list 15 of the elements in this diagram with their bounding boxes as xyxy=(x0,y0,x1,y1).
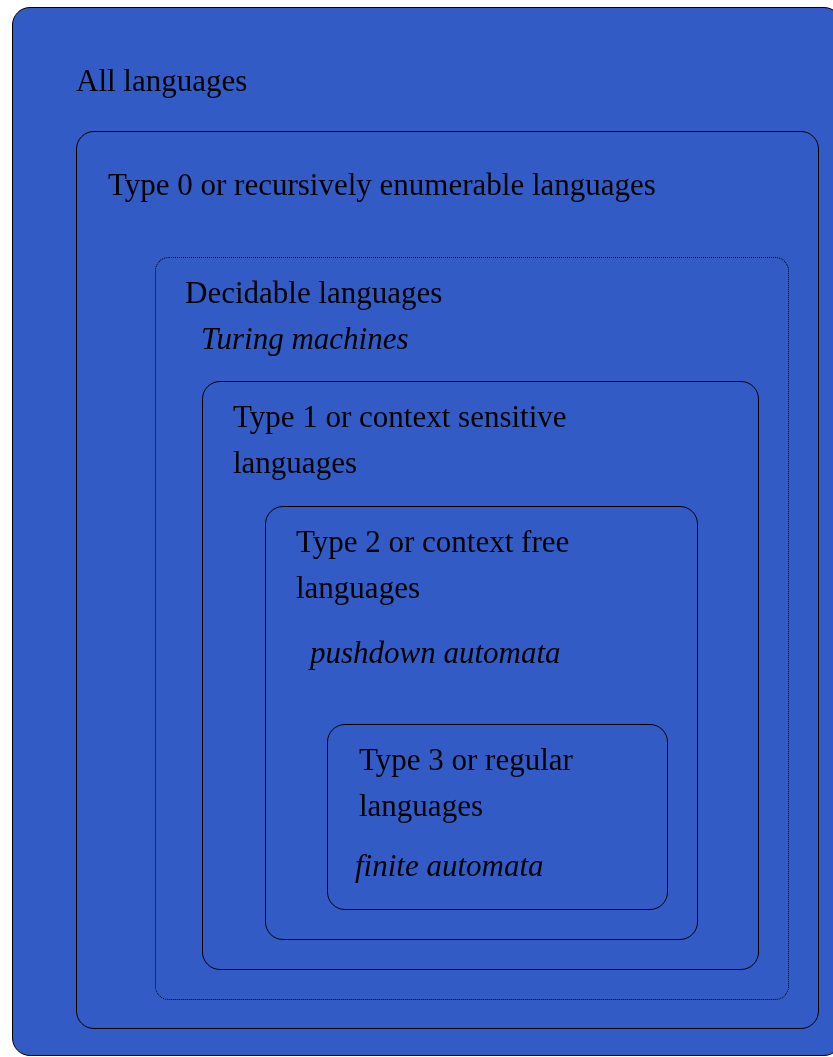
automaton-label: Turing machines xyxy=(201,320,410,358)
language-class-label: Type 0 or recursively enumerable languages xyxy=(108,166,657,204)
set-region xyxy=(202,381,759,970)
set-region xyxy=(265,506,698,940)
language-class-label: Type 1 or context sensitive languages xyxy=(233,398,568,482)
automaton-label: pushdown automata xyxy=(310,634,562,672)
language-class-label: Decidable languages xyxy=(185,274,444,312)
automaton-label: finite automata xyxy=(355,847,545,885)
set-region xyxy=(76,131,819,1029)
language-class-label: All languages xyxy=(76,62,249,100)
set-region xyxy=(327,724,668,910)
set-region xyxy=(12,7,833,1056)
language-class-label: Type 3 or regular languages xyxy=(359,741,574,825)
language-class-label: Type 2 or context free languages xyxy=(296,523,571,607)
dotted-set-region xyxy=(155,257,789,1000)
